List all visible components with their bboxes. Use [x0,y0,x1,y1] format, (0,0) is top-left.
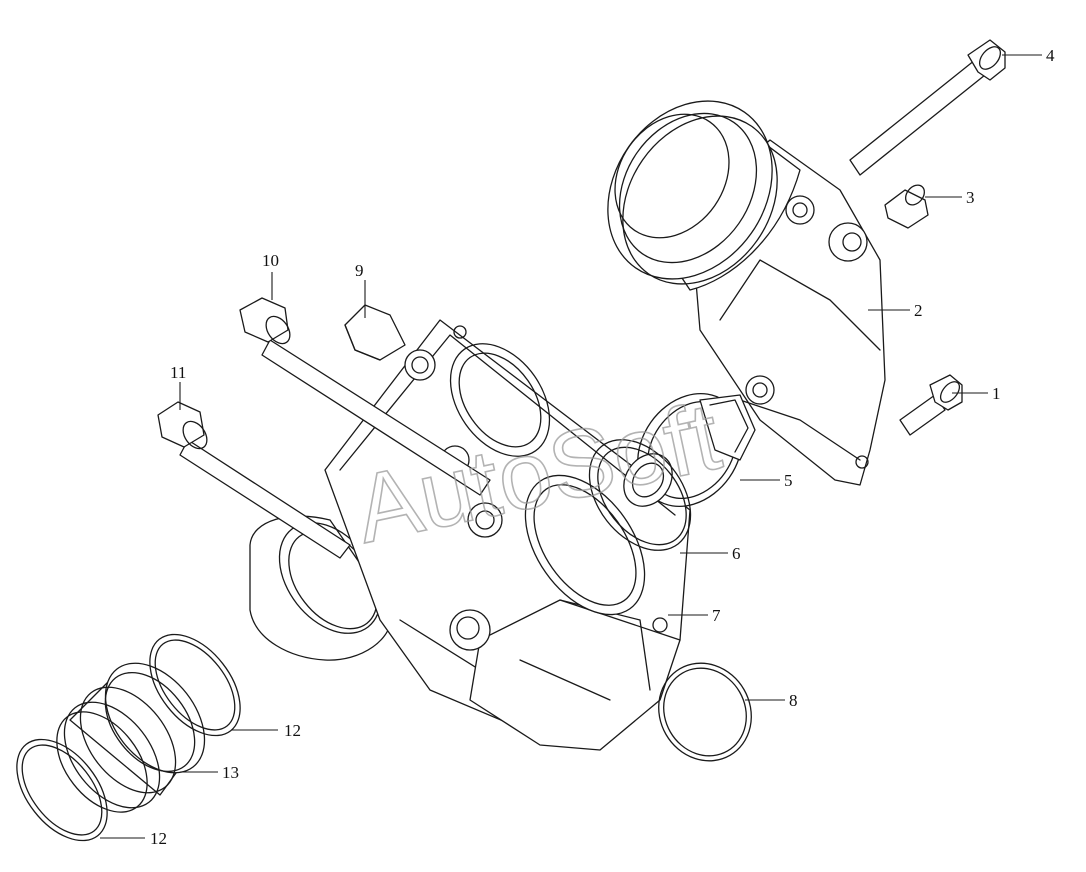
callout-1: 1 [992,384,1001,403]
callout-13: 13 [222,763,239,782]
callout-11: 11 [170,363,186,382]
leader-lines [100,54,1042,839]
bolt-part-1 [899,374,963,436]
nut-part-9 [344,304,406,361]
callout-5: 5 [784,471,793,490]
callout-3: 3 [966,188,975,207]
adapter-part-13 [56,662,206,813]
bolt-part-4 [849,39,1006,176]
callout-2: 2 [914,301,923,320]
callout-7: 7 [712,606,721,625]
housing-part-7 [249,319,691,751]
callout-labels: 1 2 3 4 5 6 7 8 9 10 11 12 12 13 [150,46,1055,848]
callout-12-lower: 12 [150,829,167,848]
callout-4: 4 [1046,46,1055,65]
nut-part-3 [884,184,929,229]
callout-8: 8 [789,691,798,710]
cover-part-2 [607,100,886,486]
thermostat-part-5 [623,393,756,507]
seal-part-6 [588,439,692,551]
callout-12-upper: 12 [284,721,301,740]
callout-10: 10 [262,251,279,270]
callout-9: 9 [355,261,364,280]
bolt-part-11 [157,401,351,559]
bolt-part-10 [239,297,491,496]
seal-part-12-lower [16,738,108,842]
oring-part-8 [658,662,752,762]
seal-part-12-upper [149,633,241,737]
callout-6: 6 [732,544,741,563]
